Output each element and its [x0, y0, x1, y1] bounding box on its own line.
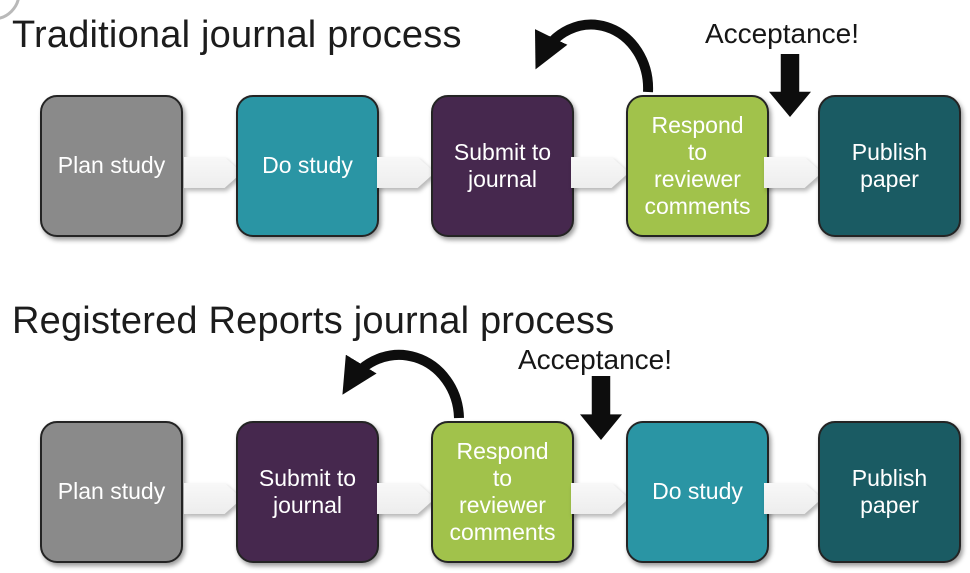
box-label: Plan study [57, 152, 166, 179]
box-label: Do study [652, 478, 743, 505]
box-respond-to-reviewer-comments: Respond to reviewer comments [431, 421, 574, 563]
loop-arrow-registered [342, 349, 464, 419]
flow-row-traditional: Plan study Do study Submit to journal Re… [0, 95, 970, 237]
section-title-registered-reports: Registered Reports journal process [12, 300, 615, 342]
box-label: Submit to journal [453, 138, 552, 192]
box-label: Plan study [57, 478, 166, 505]
flow-row-registered-reports: Plan study Submit to journal Respond to … [0, 421, 970, 563]
box-label: Publish paper [851, 464, 928, 518]
acceptance-label: Acceptance! [517, 344, 673, 375]
box-submit-to-journal: Submit to journal [431, 95, 574, 237]
step-arrow-icon [184, 157, 242, 188]
step-arrow-icon [377, 157, 435, 188]
box-submit-to-journal: Submit to journal [236, 421, 379, 563]
box-respond-to-reviewer-comments: Respond to reviewer comments [626, 95, 769, 237]
box-plan-study: Plan study [40, 95, 183, 237]
section-title-traditional: Traditional journal process [12, 14, 462, 56]
box-label: Do study [262, 152, 353, 179]
step-arrow-icon [184, 483, 242, 514]
acceptance-label: Acceptance! [704, 18, 860, 49]
box-label: Publish paper [851, 138, 928, 192]
box-publish-paper: Publish paper [818, 421, 961, 563]
box-do-study: Do study [626, 421, 769, 563]
step-arrow-icon [377, 483, 435, 514]
box-publish-paper: Publish paper [818, 95, 961, 237]
step-arrow-icon [764, 157, 822, 188]
step-arrow-icon [571, 157, 629, 188]
box-plan-study: Plan study [40, 421, 183, 563]
step-arrow-icon [571, 483, 629, 514]
box-label: Submit to journal [258, 464, 357, 518]
box-label: Respond to reviewer comments [449, 437, 556, 546]
step-arrow-icon [764, 483, 822, 514]
loop-arrow-traditional [535, 19, 654, 93]
box-label: Respond to reviewer comments [644, 111, 751, 220]
box-do-study: Do study [236, 95, 379, 237]
